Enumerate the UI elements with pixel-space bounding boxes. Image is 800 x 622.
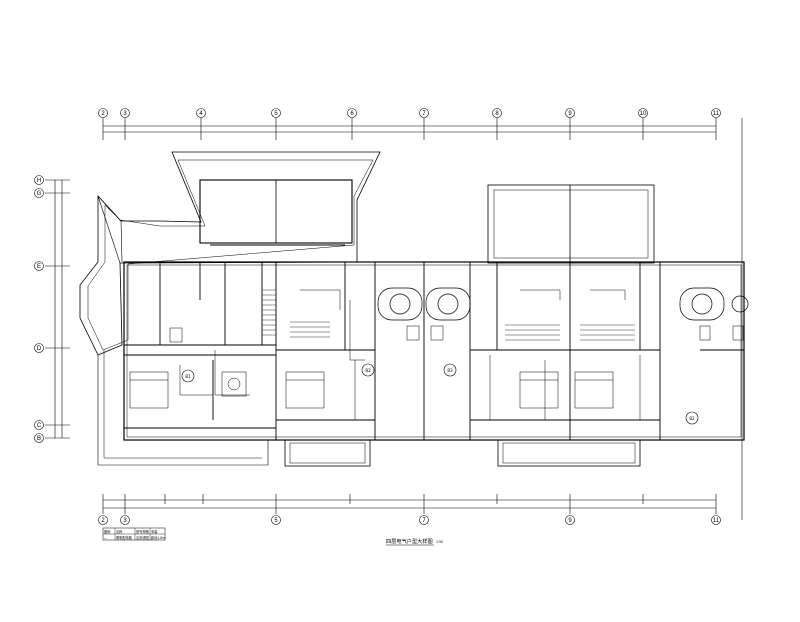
svg-text:2: 2 [101, 111, 105, 117]
svg-text:5: 5 [274, 518, 278, 524]
axis-bubble-left-E: E [34, 261, 44, 271]
svg-text:安装: 安装 [151, 529, 158, 534]
axis-bubble-top-6: 6 [347, 108, 357, 118]
axis-bubble-left-B: B [34, 433, 44, 443]
svg-text:B2: B2 [689, 416, 695, 421]
axis-bubble-left-C: C [34, 420, 44, 430]
top-axis-bubbles: 2 3 4 5 6 7 8 9 10 11 [98, 108, 721, 118]
svg-text:7: 7 [422, 111, 426, 117]
drawing-title-text: 四层电气户型大样图 [386, 537, 433, 545]
svg-text:6: 6 [350, 111, 354, 117]
axis-bubble-bottom-5: 5 [271, 515, 281, 525]
axis-bubble-top-3: 3 [120, 108, 130, 118]
svg-text:2: 2 [101, 518, 105, 524]
svg-text:9: 9 [568, 518, 572, 524]
axis-bubble-bottom-2: 2 [98, 515, 108, 525]
drawing-scale: 1:50 [436, 540, 443, 544]
svg-text:距地1.8m: 距地1.8m [151, 535, 166, 540]
svg-text:B: B [37, 436, 41, 442]
svg-text:图例: 图例 [104, 529, 110, 534]
svg-text:8: 8 [495, 111, 499, 117]
drawing-title: 四层电气户型大样图 1:50 [386, 537, 443, 546]
axis-bubble-bottom-7: 7 [419, 515, 429, 525]
svg-text:9: 9 [568, 111, 572, 117]
axis-bubble-top-4: 4 [196, 108, 206, 118]
svg-text:4: 4 [199, 111, 203, 117]
svg-text:5: 5 [274, 111, 278, 117]
svg-text:7: 7 [422, 518, 426, 524]
svg-text:11: 11 [713, 111, 720, 117]
top-dimension-chain [102, 118, 743, 520]
axis-bubble-left-D: D [34, 343, 44, 353]
building-outline [79, 151, 745, 467]
axis-bubble-top-8: 8 [492, 108, 502, 118]
furniture [129, 325, 744, 409]
axis-bubble-left-H: H [34, 175, 44, 185]
svg-text:11: 11 [713, 518, 720, 524]
axis-bubble-bottom-11: 11 [711, 515, 721, 525]
svg-text:H: H [37, 178, 41, 184]
unit-tag-b2-right: B2 [685, 411, 699, 425]
unit-tag-b2-left: B2 [361, 363, 375, 377]
legend-table: 图例 名称 型号规格 安装 — 照明配电箱 见系统图 距地1.8m [102, 527, 166, 541]
bottom-dimension-chain [102, 494, 717, 514]
svg-text:照明配电箱: 照明配电箱 [116, 535, 133, 540]
axis-bubble-top-10: 10 [638, 108, 648, 118]
unit-tag-b1: B1 [181, 369, 195, 383]
svg-text:—: — [104, 536, 108, 540]
electrical-wiring [179, 289, 641, 420]
axis-bubble-bottom-3: 3 [120, 515, 130, 525]
interior-walls [124, 244, 744, 440]
axis-bubble-top-2: 2 [98, 108, 108, 118]
svg-text:见系统图: 见系统图 [136, 535, 149, 540]
svg-text:B3: B3 [447, 368, 453, 373]
stair-hatching [262, 289, 635, 341]
unit-tag-b3: B3 [443, 363, 457, 377]
svg-text:3: 3 [123, 111, 127, 117]
axis-bubble-left-G: G [34, 188, 44, 198]
axis-bubble-bottom-9: 9 [565, 515, 575, 525]
axis-bubble-top-9: 9 [565, 108, 575, 118]
svg-text:C: C [37, 423, 42, 429]
axis-bubble-top-5: 5 [271, 108, 281, 118]
axis-bubble-top-11: 11 [711, 108, 721, 118]
svg-text:型号规格: 型号规格 [136, 529, 150, 534]
left-axis-bubbles: H G E D C B [34, 175, 44, 443]
round-bay-fixtures [377, 287, 749, 321]
unit-tags: B1 B2 B3 B2 [181, 363, 699, 425]
svg-text:E: E [37, 264, 41, 270]
bottom-axis-bubbles: 2 3 5 7 9 11 [98, 515, 721, 525]
svg-text:3: 3 [123, 518, 127, 524]
svg-text:G: G [37, 191, 42, 197]
axis-bubble-top-7: 7 [419, 108, 429, 118]
svg-text:B1: B1 [185, 374, 191, 379]
svg-text:B2: B2 [365, 368, 371, 373]
svg-text:10: 10 [640, 111, 647, 117]
svg-text:名称: 名称 [116, 529, 123, 534]
left-dimension-chain [45, 179, 70, 439]
svg-text:D: D [37, 346, 42, 352]
